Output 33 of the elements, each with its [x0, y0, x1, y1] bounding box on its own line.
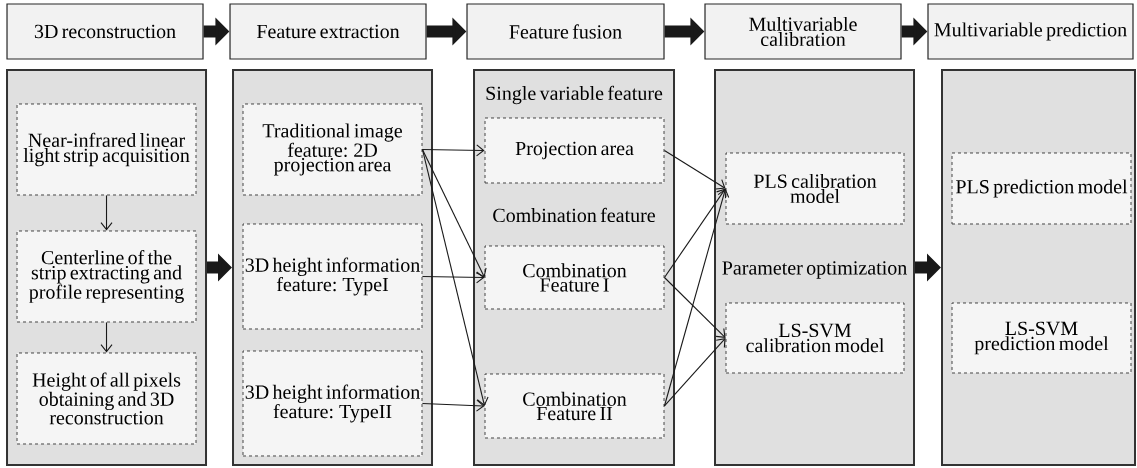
arrow: [663, 149, 726, 190]
arrow: [663, 188, 727, 279]
step-box: Near-infrared linear light strip acquisition: [16, 103, 197, 196]
step-box: Height of all pixels obtaining and 3D reconstruction: [16, 352, 197, 445]
arrow: [100, 321, 113, 353]
section-label: Single variable feature: [486, 85, 663, 105]
arrow: [421, 271, 485, 284]
stage-header: 3D reconstruction: [6, 3, 204, 60]
stage-header: Feature fusion: [466, 3, 665, 60]
arrow: [663, 188, 730, 407]
arrow: [421, 144, 485, 157]
step-box: 3D height information feature: TypeII: [242, 350, 423, 457]
stage-header: Multivariable calibration: [704, 3, 902, 60]
step-box: Centerline of the strip extracting and profile representing: [16, 230, 197, 323]
stage-header: Feature extraction: [229, 3, 427, 60]
step-box: Projection area: [484, 117, 665, 184]
step-box: PLS calibration model: [725, 152, 905, 225]
arrow: [421, 148, 487, 278]
section-label: Combination feature: [493, 207, 655, 223]
arrow: [421, 399, 485, 412]
step-box: Combination Feature II: [484, 373, 665, 439]
step-box: Traditional image feature: 2D projection area: [242, 103, 423, 196]
arrow: [663, 276, 726, 338]
step-box: LS-SVM calibration model: [725, 302, 905, 374]
arrow: [663, 338, 726, 407]
step-box: LS-SVM prediction model: [951, 302, 1132, 374]
step-box: 3D height information feature: TypeI: [242, 223, 423, 330]
step-box: Combination Feature I: [484, 245, 665, 310]
step-box: PLS prediction model: [951, 152, 1132, 225]
stage-header: Multivariable prediction: [927, 3, 1134, 60]
arrow: [421, 148, 489, 406]
arrow: [100, 194, 113, 231]
section-label: Parameter optimization: [722, 261, 907, 279]
